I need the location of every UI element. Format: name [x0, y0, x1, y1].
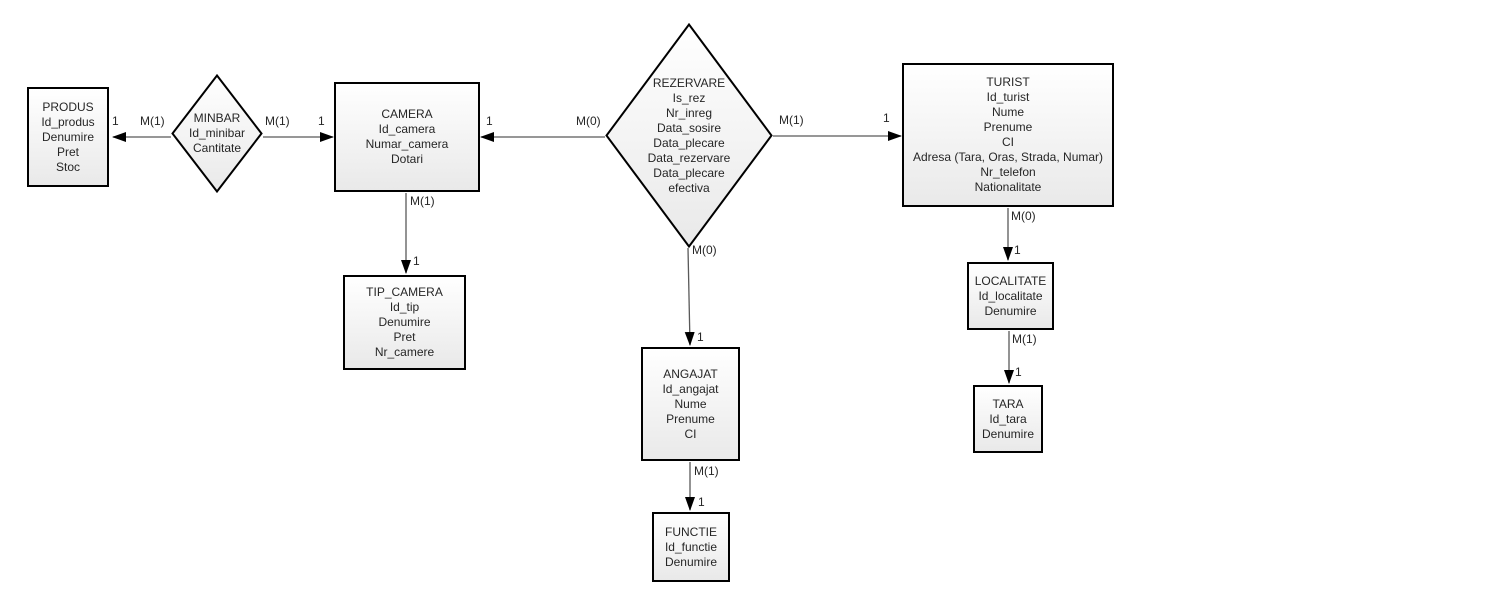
cardinality-camera-left-side: 1 [318, 114, 325, 128]
entity-produs[interactable]: PRODUS Id_produs Denumire Pret Stoc [27, 87, 109, 187]
entity-tara-attributes: Id_tara Denumire [981, 411, 1035, 441]
entity-tip-camera[interactable]: TIP_CAMERA Id_tip Denumire Pret Nr_camer… [343, 275, 466, 370]
entity-turist-title: TURIST [986, 75, 1030, 89]
connector-rezervare-angajat [684, 247, 695, 346]
entity-angajat-text: ANGAJAT Id_angajat Nume Prenume CI [662, 367, 718, 442]
entity-functie[interactable]: FUNCTIE Id_functie Denumire [652, 512, 730, 582]
entity-functie-text: FUNCTIE Id_functie Denumire [665, 525, 717, 570]
entity-camera-attributes: Id_camera Numar_camera Dotari [365, 122, 449, 166]
entity-angajat[interactable]: ANGAJAT Id_angajat Nume Prenume CI [641, 347, 740, 461]
cardinality-turist-side: 1 [883, 111, 890, 125]
cardinality-tara-top: 1 [1015, 365, 1022, 379]
cardinality-rezervare-right: M(1) [779, 113, 804, 127]
cardinality-produs-side: 1 [112, 114, 119, 128]
relationship-minbar-attributes: Id_minibar Cantitate [188, 126, 246, 155]
entity-tip-camera-title: TIP_CAMERA [366, 285, 443, 299]
diamond-shape-rezervare [605, 23, 773, 248]
entity-turist[interactable]: TURIST Id_turist Nume Prenume CI Adresa … [902, 63, 1114, 207]
entity-tip-camera-text: TIP_CAMERA Id_tip Denumire Pret Nr_camer… [366, 285, 443, 360]
cardinality-angajat-bottom: M(1) [694, 464, 719, 478]
cardinality-camera-right-side: 1 [486, 114, 493, 128]
entity-tara[interactable]: TARA Id_tara Denumire [973, 385, 1043, 453]
entity-localitate-text: LOCALITATE Id_localitate Denumire [975, 274, 1047, 319]
entity-turist-attributes: Id_turist Nume Prenume CI Adresa (Tara, … [912, 90, 1104, 194]
cardinality-angajat-top: 1 [697, 330, 704, 344]
entity-camera[interactable]: CAMERA Id_camera Numar_camera Dotari [334, 82, 480, 192]
relationship-rezervare-title: REZERVARE [652, 75, 726, 90]
cardinality-turist-bottom: M(0) [1011, 209, 1036, 223]
entity-tara-text: TARA Id_tara Denumire [982, 397, 1034, 442]
cardinality-rezervare-left: M(0) [576, 114, 601, 128]
entity-angajat-title: ANGAJAT [663, 366, 718, 381]
cardinality-camera-bottom: M(1) [410, 194, 435, 208]
cardinality-localitate-bottom: M(1) [1012, 332, 1037, 346]
entity-tara-title: TARA [992, 396, 1024, 411]
diamond-shape-minbar [171, 74, 263, 193]
cardinality-minbar-left: M(1) [140, 114, 165, 128]
entity-functie-title: FUNCTIE [664, 524, 717, 539]
entity-produs-attributes: Id_produs Denumire Pret Stoc [41, 114, 95, 174]
relationship-minbar-title: MINBAR [193, 111, 241, 125]
cardinality-functie-top: 1 [698, 495, 705, 509]
cardinality-localitate-top: 1 [1014, 243, 1021, 257]
entity-angajat-attributes: Id_angajat Nume Prenume CI [662, 381, 719, 441]
cardinality-tip-camera-top: 1 [413, 254, 420, 268]
entity-camera-text: CAMERA Id_camera Numar_camera Dotari [366, 107, 449, 167]
entity-tip-camera-attributes: Id_tip Denumire Pret Nr_camere [374, 300, 435, 359]
entity-localitate-attributes: Id_localitate Denumire [978, 288, 1043, 318]
entity-functie-attributes: Id_functie Denumire [664, 539, 718, 569]
relationship-minbar[interactable]: MINBAR Id_minibar Cantitate [171, 74, 263, 193]
entity-camera-title: CAMERA [381, 107, 433, 121]
cardinality-minbar-right: M(1) [265, 114, 290, 128]
entity-produs-title: PRODUS [42, 99, 94, 114]
relationship-rezervare-text: REZERVARE Is_rez Nr_inreg Data_sosire Da… [605, 23, 773, 248]
cardinality-rezervare-bottom: M(0) [692, 243, 717, 257]
relationship-minbar-text: MINBAR Id_minibar Cantitate [171, 74, 263, 193]
relationship-rezervare-attributes: Is_rez Nr_inreg Data_sosire Data_plecare… [647, 90, 731, 195]
entity-localitate-title: LOCALITATE [974, 273, 1047, 288]
entity-produs-text: PRODUS Id_produs Denumire Pret Stoc [41, 100, 94, 175]
relationship-rezervare[interactable]: REZERVARE Is_rez Nr_inreg Data_sosire Da… [605, 23, 773, 248]
entity-localitate[interactable]: LOCALITATE Id_localitate Denumire [967, 262, 1054, 330]
entity-turist-text: TURIST Id_turist Nume Prenume CI Adresa … [913, 75, 1103, 195]
